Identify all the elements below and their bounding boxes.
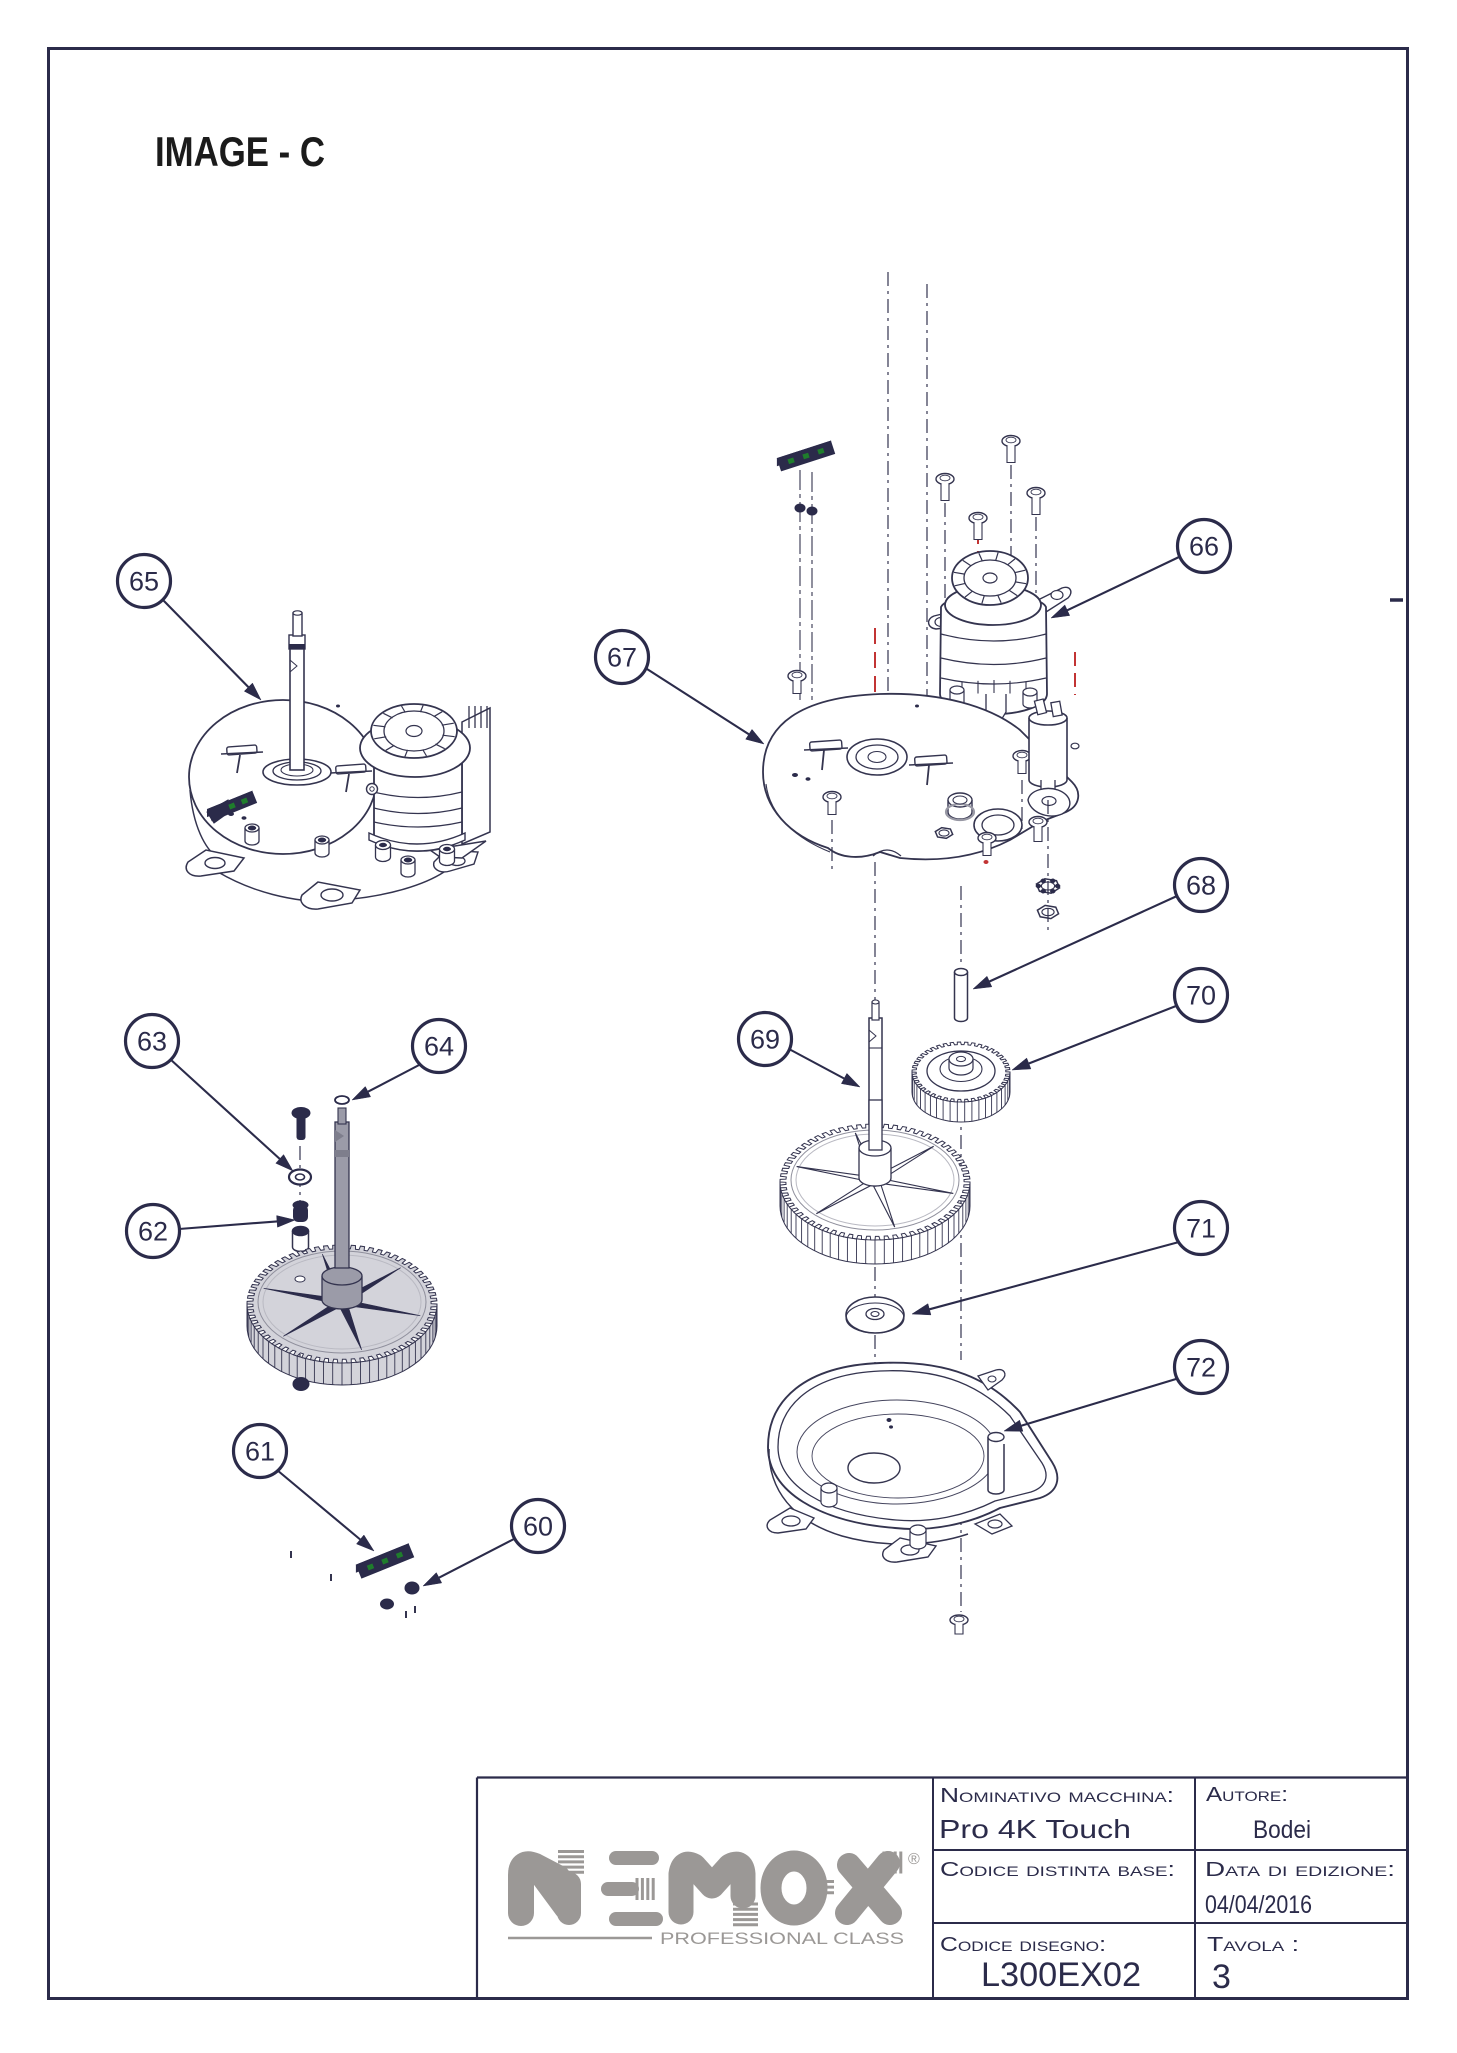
svg-text:69: 69 <box>750 1025 780 1055</box>
svg-text:Codice disegno:: Codice disegno: <box>940 1934 1106 1956</box>
svg-text:60: 60 <box>523 1512 553 1542</box>
svg-text:L300EX02: L300EX02 <box>981 1956 1141 1994</box>
svg-text:72: 72 <box>1186 1353 1216 1383</box>
svg-text:64: 64 <box>424 1032 454 1062</box>
svg-text:63: 63 <box>137 1027 167 1057</box>
svg-text:Codice distinta base:: Codice distinta base: <box>940 1859 1175 1881</box>
svg-text:04/04/2016: 04/04/2016 <box>1205 1891 1312 1919</box>
svg-text:71: 71 <box>1186 1214 1216 1244</box>
svg-text:Autore:: Autore: <box>1206 1784 1288 1806</box>
svg-text:66: 66 <box>1189 532 1219 562</box>
svg-text:70: 70 <box>1186 981 1216 1011</box>
svg-text:PROFESSIONAL CLASS: PROFESSIONAL CLASS <box>660 1930 904 1948</box>
svg-text:®: ® <box>908 1851 920 1868</box>
svg-text:Tavola :: Tavola : <box>1207 1934 1299 1956</box>
svg-text:3: 3 <box>1212 1958 1231 1996</box>
svg-text:67: 67 <box>607 643 637 673</box>
svg-text:65: 65 <box>129 567 159 597</box>
svg-text:Pro 4K Touch: Pro 4K Touch <box>939 1814 1131 1844</box>
svg-text:Data di edizione:: Data di edizione: <box>1205 1859 1395 1881</box>
svg-text:62: 62 <box>138 1217 168 1247</box>
svg-text:IMAGE - C: IMAGE - C <box>155 128 325 175</box>
svg-text:Bodei: Bodei <box>1253 1816 1311 1844</box>
svg-text:68: 68 <box>1186 871 1216 901</box>
svg-text:61: 61 <box>245 1437 275 1467</box>
svg-text:Nominativo macchina:: Nominativo macchina: <box>940 1785 1174 1807</box>
